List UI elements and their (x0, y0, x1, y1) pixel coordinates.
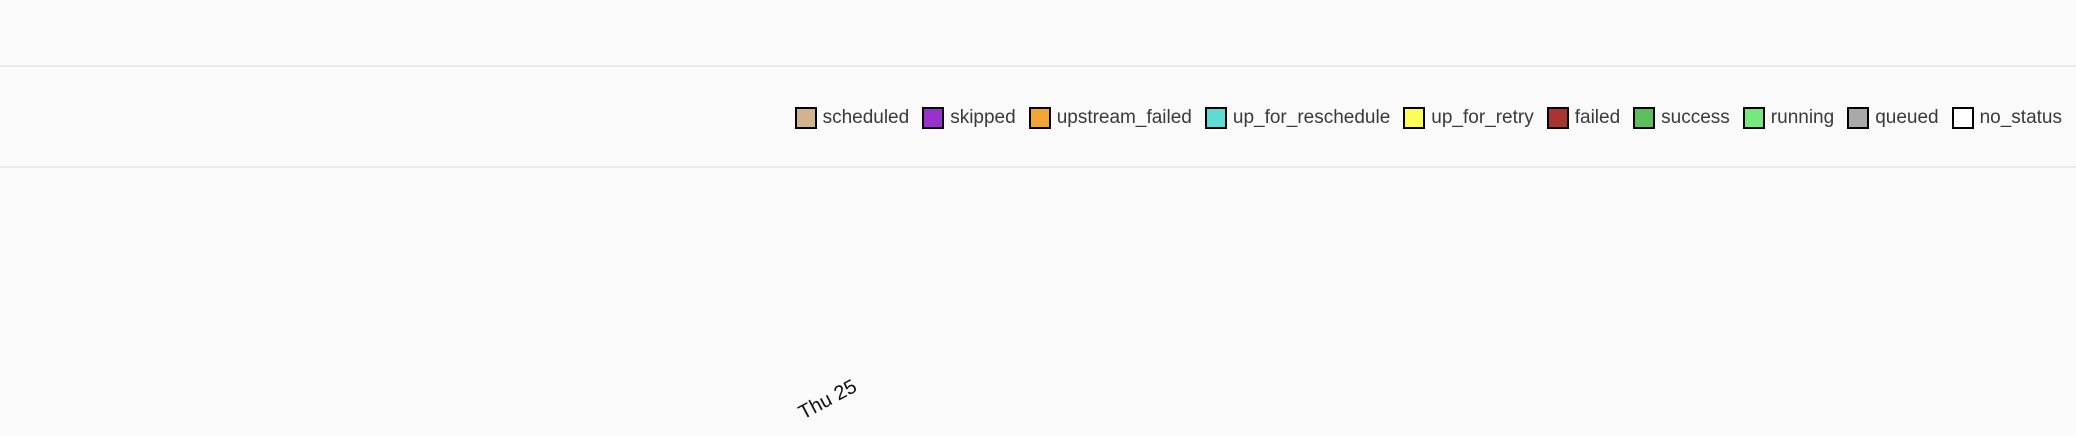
legend-item-success: success (1633, 106, 1730, 129)
legend-swatch-running-icon (1742, 106, 1765, 129)
legend-item-upstream_failed: upstream_failed (1028, 106, 1192, 129)
legend-label-failed: failed (1574, 106, 1621, 128)
legend-swatch-up_for_retry-icon (1403, 106, 1426, 129)
legend-item-up_for_reschedule: up_for_reschedule (1204, 106, 1391, 129)
legend-swatch-queued-icon (1847, 106, 1870, 129)
legend-swatch-failed-icon (1546, 106, 1569, 129)
legend-label-up_for_retry: up_for_retry (1431, 106, 1534, 128)
legend-item-failed: failed (1546, 106, 1621, 129)
legend-label-upstream_failed: upstream_failed (1056, 106, 1192, 128)
legend-swatch-success-icon (1633, 106, 1656, 129)
legend-item-scheduled: scheduled (794, 106, 910, 129)
legend-item-running: running (1742, 106, 1835, 129)
legend-item-no_status: no_status (1951, 106, 2062, 129)
legend-item-skipped: skipped (922, 106, 1016, 129)
legend-swatch-skipped-icon (922, 106, 945, 129)
legend-label-running: running (1770, 106, 1835, 128)
legend-label-up_for_reschedule: up_for_reschedule (1232, 106, 1391, 128)
legend-label-skipped: skipped (950, 106, 1016, 128)
axis-date-label: Thu 25 (795, 375, 861, 425)
legend-label-success: success (1661, 106, 1730, 128)
top-bar (0, 0, 2076, 67)
legend-label-no_status: no_status (1979, 106, 2062, 128)
legend-swatch-no_status-icon (1951, 106, 1974, 129)
legend-label-queued: queued (1875, 106, 1939, 128)
status-chart: Thu 25 (0, 170, 2076, 436)
legend-swatch-up_for_reschedule-icon (1204, 106, 1227, 129)
legend-swatch-scheduled-icon (794, 106, 817, 129)
legend-item-queued: queued (1847, 106, 1939, 129)
legend-item-up_for_retry: up_for_retry (1403, 106, 1534, 129)
legend-swatch-upstream_failed-icon (1028, 106, 1051, 129)
legend-bar: scheduled skipped upstream_failed up_for_re… (0, 69, 2076, 168)
legend-label-scheduled: scheduled (822, 106, 910, 128)
